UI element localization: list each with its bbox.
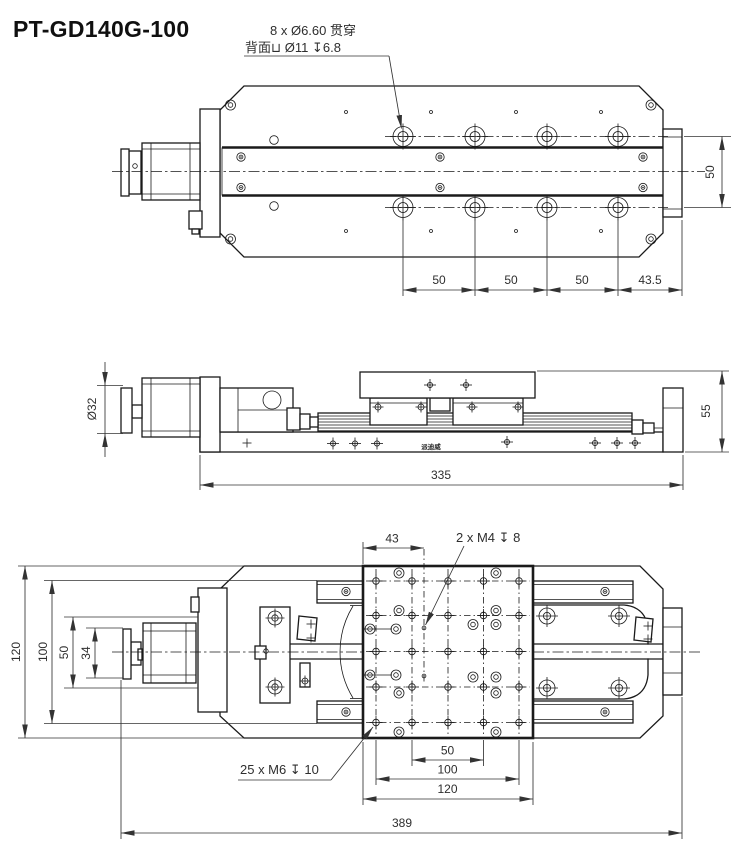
carriage-table-side [359,371,536,426]
dim-row-spacing: 50 [703,165,717,179]
top-view-dim-row-spacing: 50 [684,136,731,208]
top-view-fasteners [225,99,668,245]
dim-table-size: 120 [437,782,457,796]
motor-flange-plate-top [199,108,221,238]
callout-m4: 2 x M4 ↧ 8 [456,530,520,545]
side-view: 派迪威 Ø32 55 335 [85,362,729,490]
dim-motor-diameter: Ø32 [85,397,99,420]
bottom-view: 120 100 50 34 43 2 x M4 ↧ 8 25 x M6 ↧ 10 [9,530,700,839]
side-view-dim-motor-diameter: Ø32 [85,362,123,457]
dim-motor-body: 50 [57,646,71,660]
dim-hole-pitch-2: 50 [504,273,518,287]
dim-end-offset: 43.5 [638,273,662,287]
top-view: 50 50 50 43.5 50 8 x Ø6.60 贯穿 背面⊔ Ø11 ↧6… [112,23,731,296]
dim-motor-flange: 34 [79,646,93,660]
bearing-housing-side [219,387,294,433]
motor-connector-top [188,210,203,230]
dim-rail-span: 100 [36,642,50,662]
dim-grid-pitch-span: 50 [441,744,455,758]
counterbore-callout: 8 x Ø6.60 贯穿 背面⊔ Ø11 ↧6.8 [244,23,402,129]
table-plate-side [359,371,536,399]
m4-holes [421,549,427,682]
motor-knob-side [120,387,133,434]
motor-assembly-bottom [122,587,228,713]
slot-arc [339,605,354,699]
dim-hole-pitch-3: 50 [575,273,589,287]
bottom-view-left-dims: 120 100 50 34 [9,565,317,739]
motor-flange-plate-side [199,376,221,453]
m4-leader [425,545,465,626]
end-block-top [662,128,683,218]
dim-base-length: 335 [431,468,451,482]
dim-overall-length: 389 [392,816,412,830]
limit-switch-left [296,615,318,688]
callout-m6: 25 x M6 ↧ 10 [240,762,319,777]
side-view-dim-length: 335 [199,455,684,490]
m6-leader [330,726,374,781]
motor-knob-bottom [122,628,132,680]
table-hole-grid [361,549,535,740]
m4-callout: 43 2 x M4 ↧ 8 [362,530,520,626]
end-block-side [662,387,684,453]
top-view-dim-hole-pitch: 50 50 50 43.5 [402,218,683,296]
brand-label: 派迪威 [421,442,441,451]
callout-line2: 背面⊔ Ø11 ↧6.8 [245,40,341,55]
side-view-dim-height: 55 [537,370,729,453]
limit-switch-right [633,616,654,644]
motor-flange-plate-bottom [197,587,228,713]
motor-assembly-top [120,142,203,235]
motor-knob-top [120,148,130,197]
dim-overall-width: 120 [9,642,23,662]
side-view-body: 派迪威 [120,371,684,453]
top-view-body [120,85,683,258]
callout-line1: 8 x Ø6.60 贯穿 [270,23,356,38]
m6-callout: 25 x M6 ↧ 10 [238,726,374,781]
callout-leader [388,55,402,129]
page-title: PT-GD140G-100 [13,16,189,42]
dim-height: 55 [699,404,713,418]
dim-m4-offset: 43 [385,532,399,546]
end-block-bottom [662,607,683,696]
bearing-block-bottom [254,606,291,704]
motor-assembly-side [120,377,201,438]
dim-grid-span: 100 [437,763,457,777]
dim-hole-pitch-1: 50 [432,273,446,287]
bottom-view-bottom-dims: 50 100 120 389 [120,680,683,839]
